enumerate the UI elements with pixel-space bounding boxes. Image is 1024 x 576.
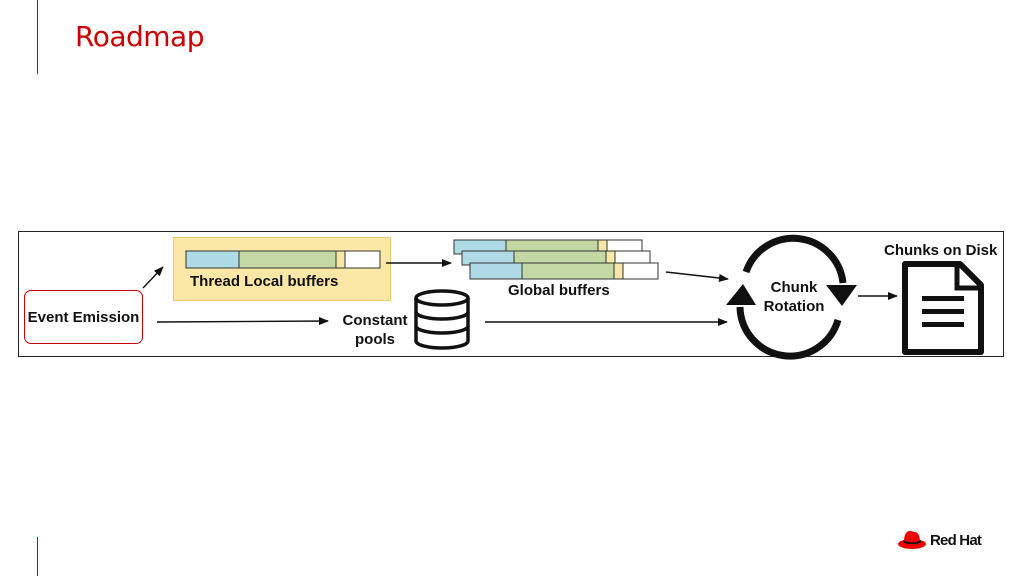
bottom-accent-line: [37, 537, 38, 576]
red-hat-logo-text: Red Hat: [930, 531, 982, 549]
thread-local-buffers-label: Thread Local buffers: [190, 273, 339, 290]
global-buffer-bar-3: [469, 262, 659, 280]
thread-local-buffer-bar: [185, 250, 381, 269]
rotation-icon: [726, 234, 857, 360]
diagram-frame: [18, 231, 1004, 357]
event-emission-box: Event Emission: [24, 290, 143, 344]
global-buffer-bar-2: [461, 250, 651, 266]
top-accent-line: [37, 0, 38, 74]
global-buffers-label: Global buffers: [508, 282, 610, 299]
arrow-emission-to-tlb: [142, 266, 164, 289]
arrow-global-to-rotation: [665, 271, 729, 282]
document-icon: [902, 261, 984, 355]
red-hat-logo: Red Hat: [897, 529, 982, 551]
red-hat-fedora-icon: [898, 531, 926, 549]
arrow-emission-to-pools: [156, 317, 329, 326]
event-emission-label: Event Emission: [27, 308, 140, 326]
chunk-rotation-label: Chunk Rotation: [763, 279, 825, 315]
thread-local-buffers-highlight: [173, 237, 391, 301]
constant-pools-label: Constant pools: [342, 312, 408, 348]
database-icon: [414, 289, 470, 350]
slide-title: Roadmap: [75, 20, 204, 53]
chunks-on-disk-label: Chunks on Disk: [884, 242, 998, 259]
